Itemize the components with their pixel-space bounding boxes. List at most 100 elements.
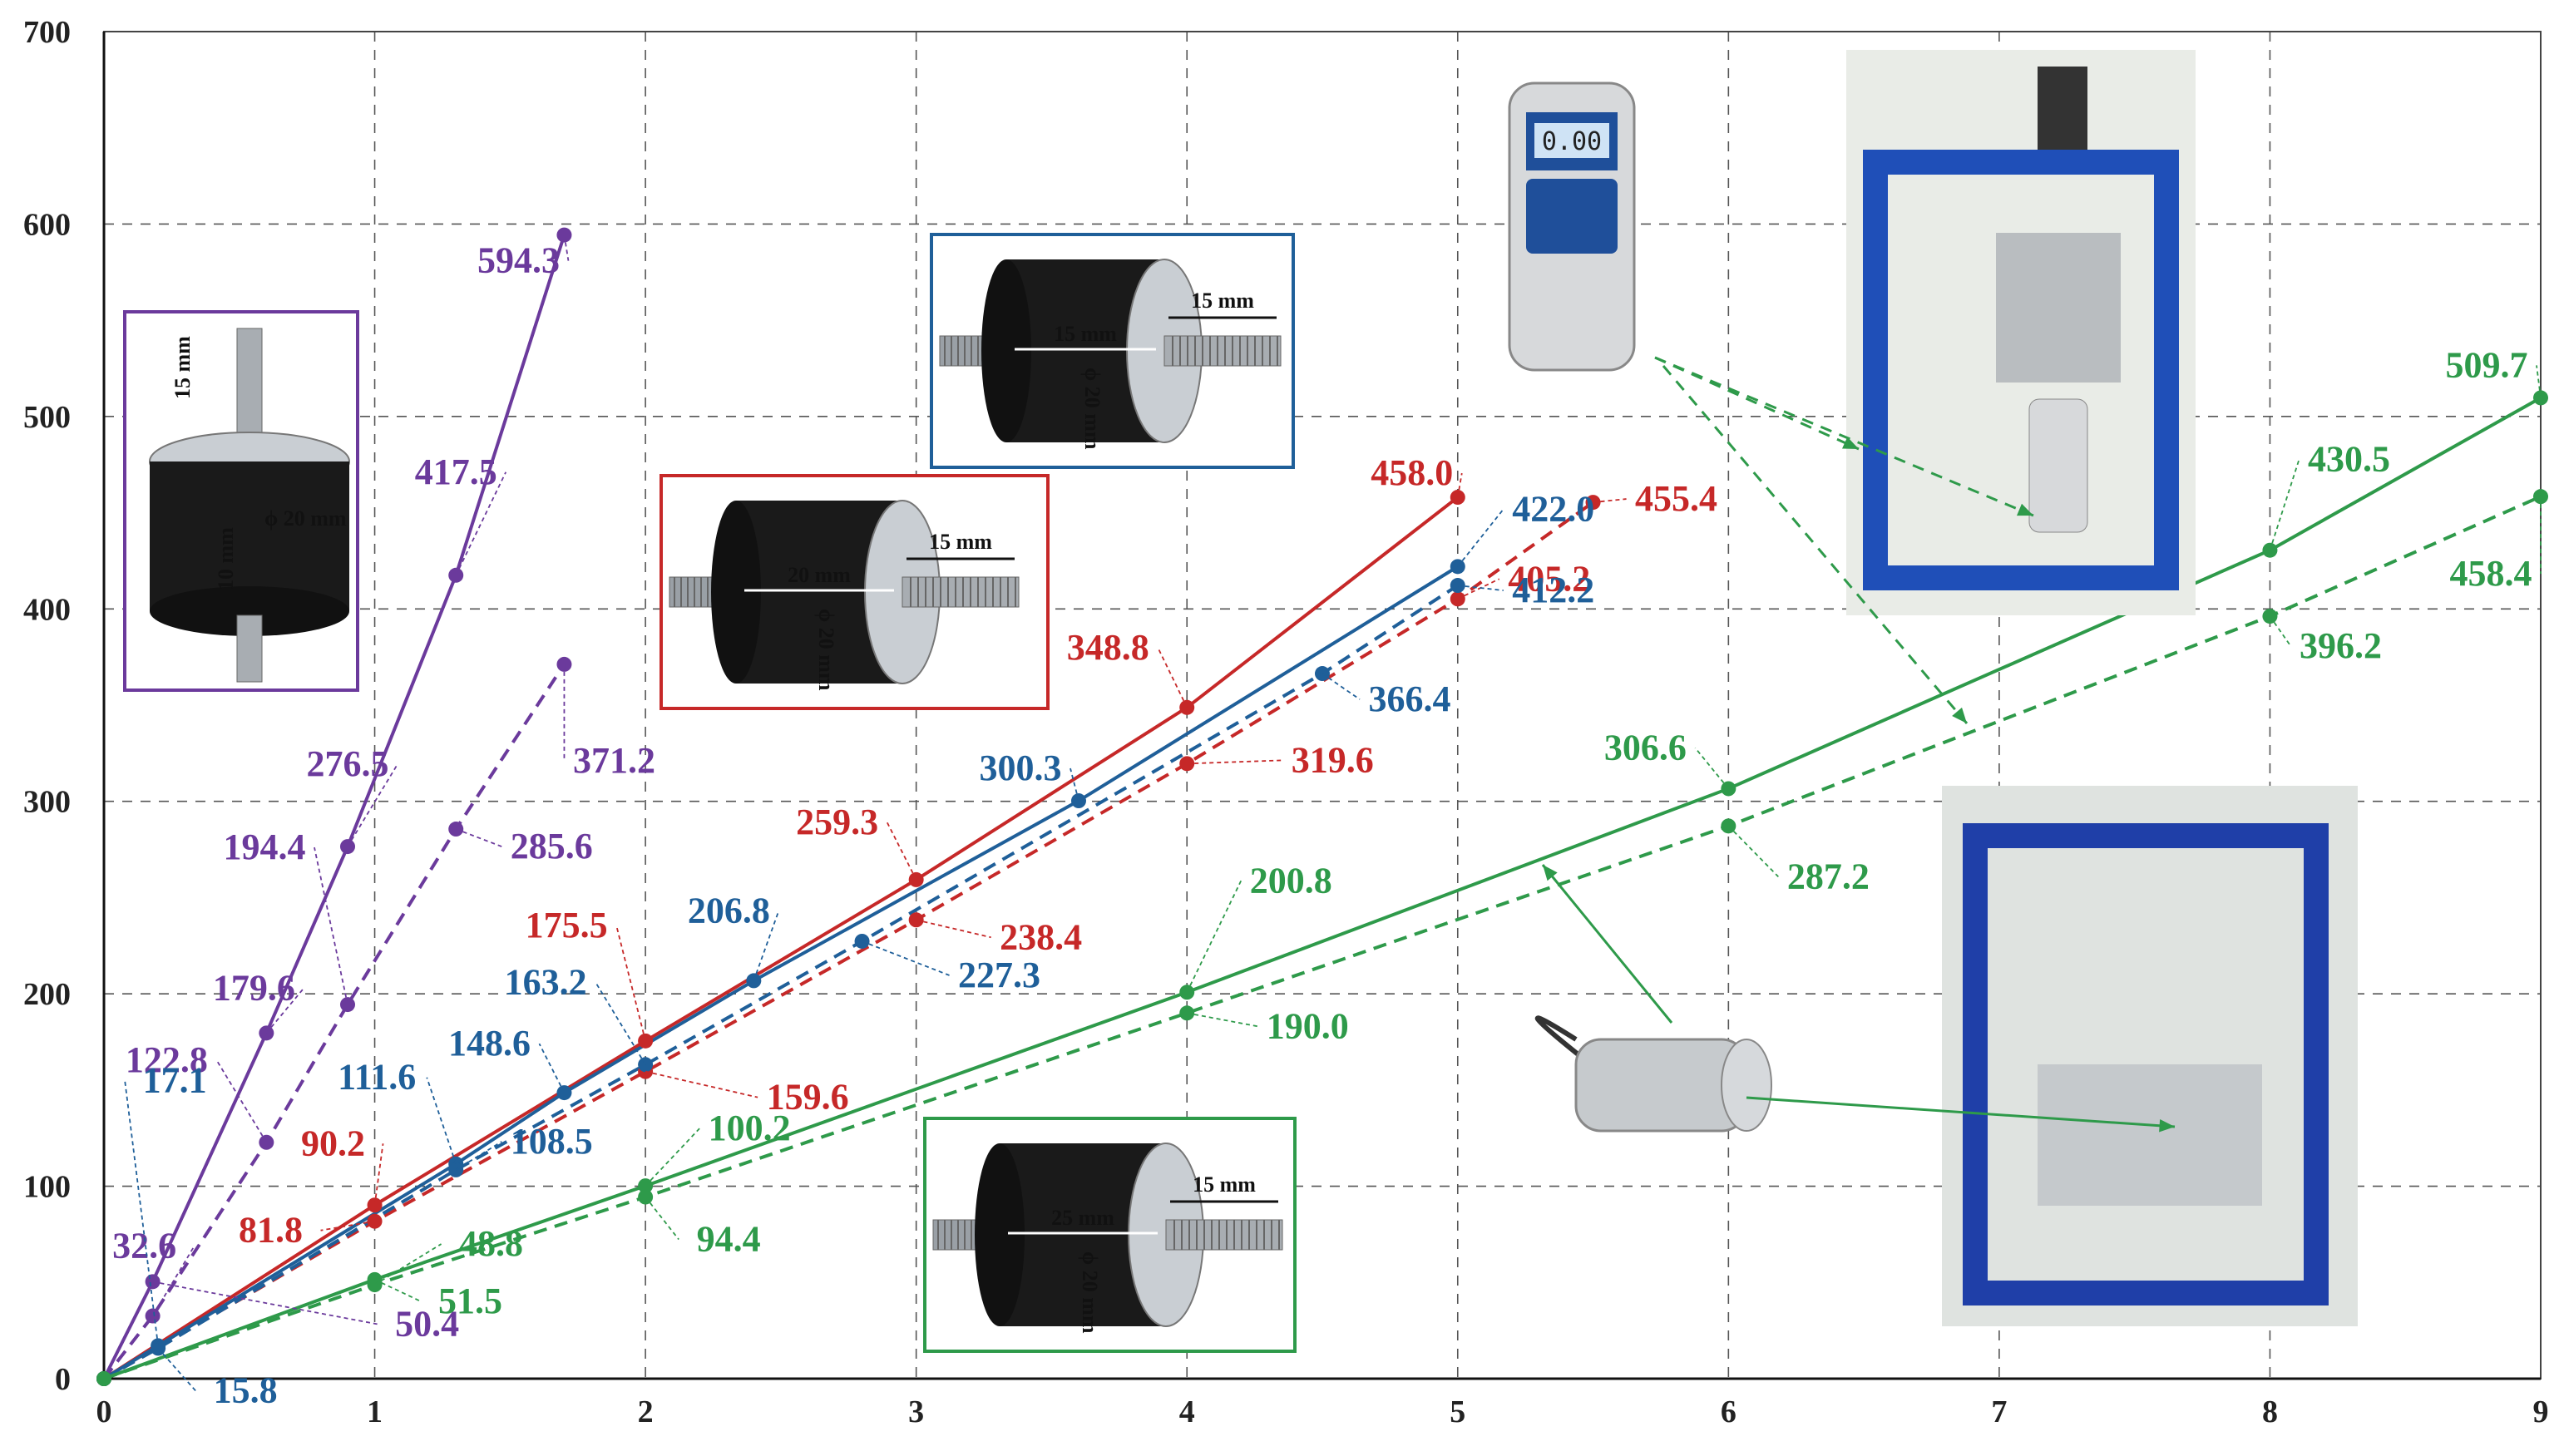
gauge-keypad	[1526, 179, 1618, 254]
length-label: 15 mm	[1054, 322, 1117, 346]
data-label: 509.7	[2446, 344, 2528, 385]
rubber-back	[981, 259, 1031, 442]
rig-frame	[2304, 823, 2329, 1305]
rig-top-part	[2038, 67, 2087, 150]
leader-line	[1457, 585, 1504, 591]
leader-line	[374, 1243, 442, 1286]
leader-line	[1070, 767, 1079, 802]
y-tick-label: 0	[55, 1362, 71, 1397]
y-tick-label: 200	[23, 977, 71, 1012]
data-label: 17.1	[143, 1059, 207, 1100]
data-label: 111.6	[338, 1057, 416, 1098]
leader-line	[886, 822, 917, 881]
leader-line	[2536, 365, 2542, 398]
rig-frame	[2154, 150, 2179, 590]
leader-line	[615, 925, 646, 1042]
series-line	[102, 496, 1460, 1380]
rig-plate	[2038, 1064, 2262, 1206]
data-label: 227.3	[958, 955, 1040, 995]
diameter-label: ϕ 20 mm	[264, 506, 347, 531]
leader-line	[1321, 673, 1361, 700]
leader-line	[645, 1070, 758, 1098]
x-tick-label: 6	[1721, 1394, 1736, 1429]
diameter-label: ϕ 20 mm	[1078, 1251, 1102, 1334]
data-label: 396.2	[2300, 625, 2382, 666]
data-label: 276.5	[307, 743, 389, 784]
arrow-head	[1952, 707, 1967, 723]
data-label: 50.4	[395, 1303, 459, 1344]
data-label: 285.6	[511, 826, 593, 866]
leader-line	[1694, 747, 1730, 790]
data-label: 238.4	[1000, 916, 1082, 957]
rubber-bottom	[150, 586, 349, 636]
leader-line	[1456, 472, 1463, 498]
series-line	[102, 663, 566, 1380]
leader-line	[595, 981, 646, 1065]
rig-frame	[1863, 150, 1888, 590]
pointer-arrow	[1541, 864, 1673, 1024]
y-tick-label: 300	[23, 785, 71, 820]
data-label: 458.4	[2450, 553, 2532, 594]
leader-line	[215, 1059, 268, 1143]
data-label: 455.4	[1635, 478, 1717, 519]
data-label: 15.8	[214, 1370, 278, 1410]
leader-line	[455, 1141, 502, 1171]
x-tick-label: 8	[2262, 1394, 2278, 1429]
load-cell-cable	[1534, 1015, 1582, 1059]
body-label: 10 mm	[214, 527, 238, 590]
arrow-head	[1842, 437, 1859, 449]
right-stud	[902, 576, 1020, 608]
pointer-arrow	[1746, 1096, 2176, 1128]
x-tick-label: 3	[908, 1394, 924, 1429]
data-label: 175.5	[526, 905, 608, 945]
thread-label: 15 mm	[1191, 289, 1254, 313]
data-label: 90.2	[301, 1123, 365, 1163]
leader-line	[1457, 508, 1504, 567]
right-stud	[1165, 1219, 1283, 1251]
bottom-stud	[236, 614, 263, 683]
gauge-readout: 0.00	[1542, 127, 1602, 156]
arrow-head	[2017, 503, 2033, 516]
data-points	[96, 227, 2548, 1386]
data-label: 179.6	[213, 967, 295, 1008]
leader-line	[1157, 647, 1188, 708]
diameter-label: ϕ 20 mm	[814, 609, 838, 691]
data-label: 94.4	[697, 1219, 761, 1260]
leader-line	[2269, 459, 2300, 550]
rig-frame	[1863, 565, 2179, 590]
length-label: 25 mm	[1051, 1206, 1114, 1230]
y-tick-label: 500	[23, 400, 71, 435]
leader-line	[753, 911, 780, 981]
leader-line	[862, 940, 950, 976]
y-tick-label: 100	[23, 1170, 71, 1205]
leader-line	[347, 763, 398, 847]
rig-gauge	[2028, 398, 2088, 533]
leader-line	[1457, 578, 1500, 600]
test-rig-top	[1846, 50, 2196, 615]
data-label: 190.0	[1267, 1005, 1349, 1046]
load-cell-device	[1534, 1015, 1772, 1133]
rubber-back	[975, 1143, 1025, 1326]
data-label: 306.6	[1604, 727, 1687, 767]
data-label: 194.4	[224, 827, 306, 867]
leader-line	[1593, 498, 1627, 503]
data-label: 81.8	[239, 1210, 303, 1251]
data-label: 259.3	[796, 802, 878, 842]
arrow-head	[2159, 1118, 2175, 1133]
data-label: 405.2	[1508, 558, 1590, 599]
rig-frame	[1963, 1281, 2329, 1305]
force-gauge-device: 0.00	[1508, 81, 1636, 372]
illustrations: 15 mm 10 mm ϕ 20 mm 20 mm 15 mm ϕ 20 mm 15 mm 1…	[123, 50, 2358, 1353]
thread-label: 15 mm	[929, 530, 992, 554]
leader-line	[152, 1281, 378, 1325]
rubber-back	[711, 501, 761, 684]
x-tick-label: 7	[1991, 1394, 2007, 1429]
data-label: 422.0	[1512, 488, 1594, 529]
length-label: 20 mm	[788, 563, 851, 587]
data-label: 300.3	[980, 748, 1062, 788]
leader-line	[265, 987, 305, 1034]
pointer-arrow	[1654, 356, 2034, 517]
